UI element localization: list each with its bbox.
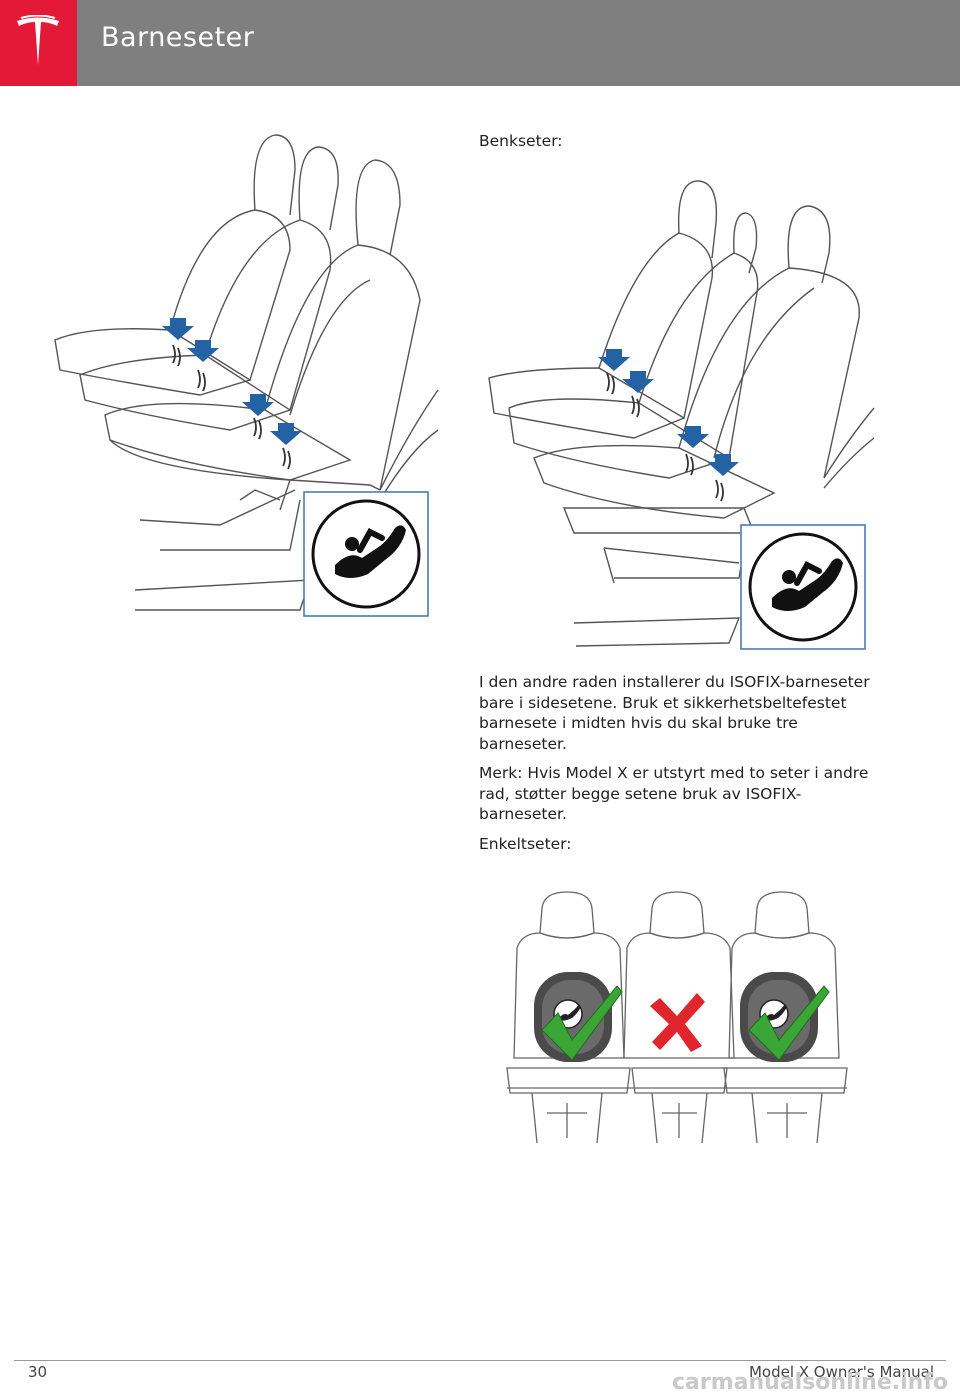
- enkeltseter-label: Enkeltseter:: [479, 835, 572, 853]
- isofix-child-seat-icon: [311, 499, 421, 609]
- down-arrow-icon: [162, 318, 302, 445]
- tesla-t-icon: [17, 15, 59, 65]
- checkmark-icon: [541, 985, 830, 1061]
- page-header: Barneseter: [0, 0, 960, 86]
- page-title: Barneseter: [101, 22, 255, 53]
- isofix-paragraph: I den andre raden installerer du ISOFIX-…: [479, 673, 870, 753]
- bench-seat-figure-right: [484, 178, 876, 653]
- footer-divider: [14, 1360, 946, 1361]
- note-paragraph: Merk: Hvis Model X er utstyrt med to set…: [479, 764, 869, 823]
- page-number: 30: [28, 1363, 48, 1381]
- tesla-logo: [0, 0, 77, 86]
- individual-seats-figure: [502, 888, 852, 1156]
- bench-seat-figure-left: [50, 130, 440, 620]
- down-arrow-icon: [598, 349, 739, 476]
- isofix-child-seat-icon: [748, 532, 858, 642]
- benkseter-label: Benkseter:: [479, 132, 563, 150]
- watermark: carmanualsonline.info: [672, 1370, 948, 1395]
- manual-name: Model X Owner's Manual: [748, 1363, 934, 1381]
- cross-icon: [650, 993, 705, 1052]
